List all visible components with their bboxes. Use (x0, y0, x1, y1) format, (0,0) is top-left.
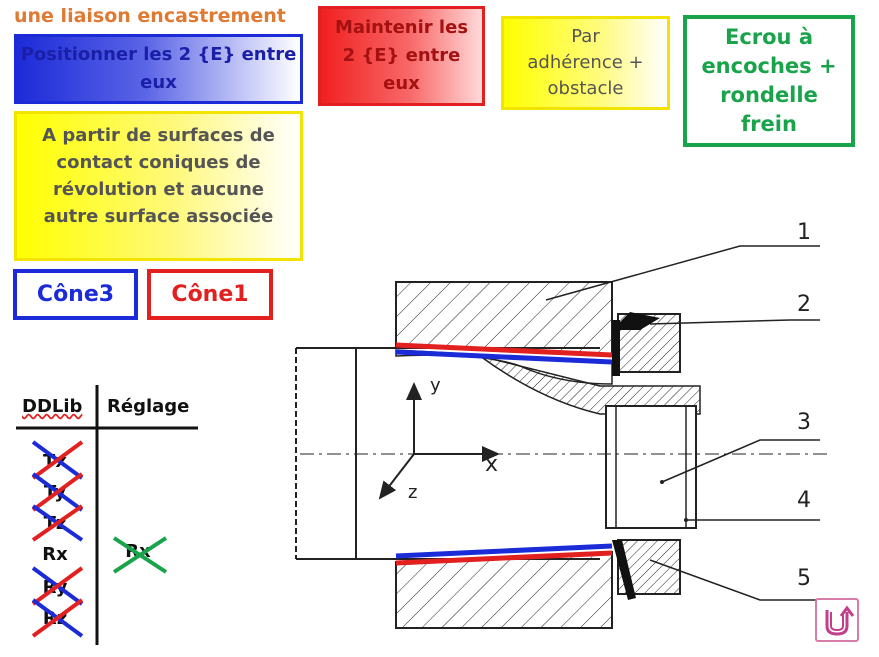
box-maintenir-line2: 2 {E} entre (342, 45, 461, 66)
box-ecrou-line4: frein (741, 112, 797, 136)
ddlib-header: DDLib (22, 396, 83, 417)
part-label-4: 4 (797, 488, 811, 513)
axis-label-x: x (485, 452, 499, 477)
box-positionner-line2: eux (140, 72, 177, 93)
lock-washer-lower (612, 540, 636, 600)
box-cone1: Cône1 (147, 269, 273, 320)
box-maintenir-line3: eux (383, 73, 420, 94)
axis-label-z: z (408, 482, 418, 503)
box-positionner-line1: Positionner les 2 {E} entre (20, 44, 297, 65)
box-ecrou-line3: rondelle (720, 83, 818, 107)
ddl-item-rx: Rx (42, 544, 68, 565)
box-adherence: Par adhérence + obstacle (501, 16, 670, 110)
box-adherence-line1: Par (571, 26, 600, 47)
box-adherence-line2: adhérence + (527, 52, 644, 73)
box-surfaces-line2: contact coniques de (56, 152, 261, 173)
cone-contact-lines (395, 342, 613, 566)
threaded-end (479, 355, 701, 415)
box-ecrou: Ecrou à encoches + rondelle frein (683, 15, 855, 147)
lock-washer-upper (612, 312, 660, 330)
axis-label-y: y (430, 375, 441, 396)
cross-rz-icon (31, 598, 84, 638)
box-surfaces-line1: A partir de surfaces de (42, 125, 275, 146)
box-maintenir-line1: Maintenir les (334, 17, 469, 38)
cross-tx-icon (31, 440, 84, 480)
part-label-3: 3 (797, 410, 811, 435)
box-surfaces: A partir de surfaces de contact coniques… (14, 111, 303, 261)
nut-lower (617, 539, 681, 595)
box-ecrou-line2: encoches + (701, 54, 837, 78)
leader-lines (545, 245, 820, 601)
page-title: une liaison encastrement (14, 5, 286, 27)
box-surfaces-line3: révolution et aucune (53, 179, 264, 200)
cross-reglage-rx-icon (112, 536, 168, 574)
cross-ty-icon (31, 472, 84, 512)
box-positionner: Positionner les 2 {E} entre eux (14, 34, 303, 104)
return-arrow-icon (825, 605, 855, 636)
reglage-header: Réglage (107, 396, 190, 417)
return-button[interactable] (815, 598, 859, 642)
box-ecrou-line1: Ecrou à (724, 25, 813, 49)
box-adherence-line3: obstacle (547, 78, 624, 99)
cross-ry-icon (31, 566, 84, 606)
coordinate-axes (378, 382, 500, 500)
nut (605, 405, 697, 529)
ddl-table-lines (16, 385, 198, 645)
washer-upper-bar (612, 320, 620, 376)
part-label-5: 5 (797, 566, 811, 591)
part-label-1: 1 (797, 220, 811, 245)
box-maintenir: Maintenir les 2 {E} entre eux (318, 6, 485, 106)
part-label-2: 2 (797, 292, 811, 317)
cross-tz-icon (31, 504, 84, 542)
box-cone3: Cône3 (13, 269, 138, 320)
box-surfaces-line4: autre surface associée (43, 206, 274, 227)
